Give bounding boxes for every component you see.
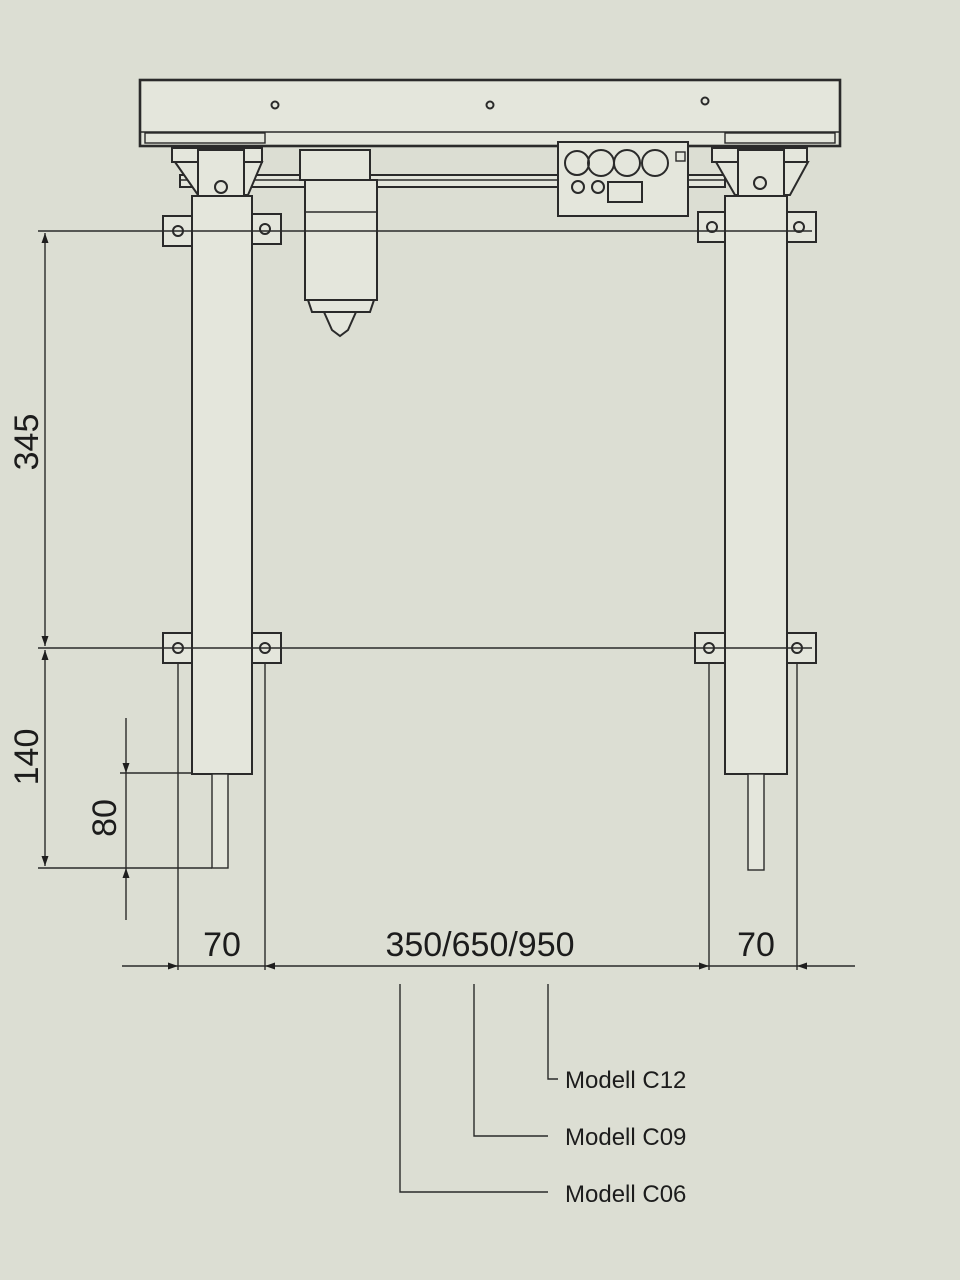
- dimension-horizontal: 70 350/650/950 70: [122, 926, 855, 970]
- dimension-80-label: 80: [86, 799, 124, 837]
- dimension-345-label: 345: [8, 414, 46, 471]
- model-leaders: Modell C12 Modell C09 Modell C06: [399, 984, 686, 1208]
- dimension-70-right-label: 70: [737, 926, 775, 964]
- crossbar: [171, 147, 808, 188]
- right-bracket: [714, 149, 810, 197]
- dimension-140: 140: [8, 650, 49, 866]
- dimension-80: 80: [86, 718, 130, 920]
- model-label-c12: Modell C12: [565, 1067, 686, 1094]
- dimension-345: 345: [8, 233, 49, 646]
- motor-unit: [299, 149, 378, 338]
- left-leg: [162, 195, 282, 869]
- dimension-70-left-label: 70: [203, 926, 241, 964]
- top-frame: [138, 78, 842, 148]
- dimension-140-label: 140: [8, 729, 46, 786]
- model-label-c09: Modell C09: [565, 1124, 686, 1151]
- dimension-span-label: 350/650/950: [385, 926, 574, 964]
- right-leg: [694, 195, 817, 871]
- extension-lines: [38, 230, 812, 970]
- model-label-c06: Modell C06: [565, 1181, 686, 1208]
- control-box: [557, 141, 689, 217]
